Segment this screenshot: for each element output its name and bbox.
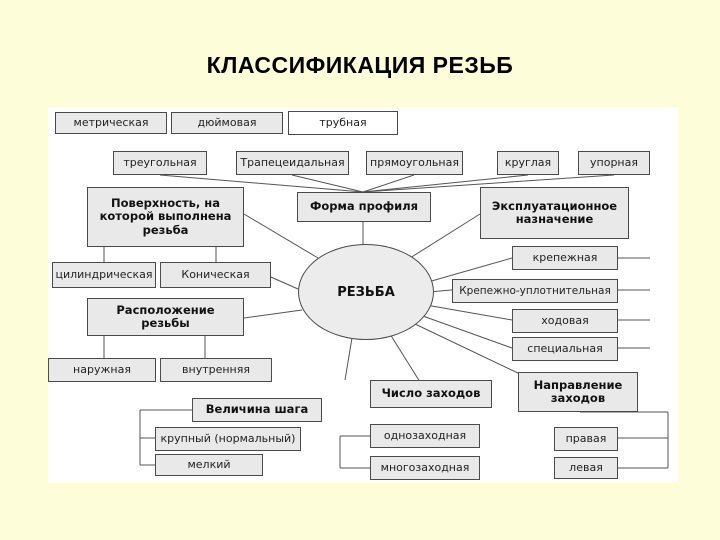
profile-item-triangular: треугольная: [113, 151, 207, 175]
operational-item-running: ходовая: [512, 309, 618, 333]
unit-box-inch: дюймовая: [171, 112, 283, 134]
profile-item-buttress: упорная: [578, 151, 650, 175]
pitch-box: Величина шага: [192, 398, 322, 422]
surface-item-cylindrical: цилиндрическая: [52, 262, 156, 288]
direction-box: Направление заходов: [518, 372, 638, 412]
pitch-item-coarse: крупный (нормальный): [155, 427, 301, 451]
profile-item-trapezoidal: Трапецеидальная: [236, 151, 349, 175]
location-item-external: наружная: [48, 358, 156, 382]
profile-item-rectangular: прямоугольная: [366, 151, 463, 175]
starts-item-single: однозаходная: [370, 424, 480, 448]
location-item-internal: внутренняя: [160, 358, 272, 382]
operational-box: Эксплуатационное назначение: [480, 187, 629, 239]
location-box: Расположение резьбы: [87, 298, 244, 336]
surface-box: Поверхность, на которой выполнена резьба: [87, 187, 244, 247]
page-title: КЛАССИФИКАЦИЯ РЕЗЬБ: [206, 52, 514, 78]
unit-box-metric: метрическая: [55, 112, 167, 134]
starts-item-multi: многозаходная: [370, 456, 480, 480]
direction-item-left: левая: [554, 457, 618, 479]
operational-item-sealing: Крепежно-уплотнительная: [452, 279, 618, 303]
unit-box-pipe: трубная: [288, 111, 398, 135]
direction-item-right: правая: [554, 427, 618, 451]
profile-form-box: Форма профиля: [297, 192, 431, 222]
center-node: РЕЗЬБА: [298, 244, 434, 340]
profile-item-round: круглая: [497, 151, 559, 175]
surface-item-conical: Коническая: [160, 262, 271, 288]
operational-item-special: специальная: [512, 337, 618, 361]
operational-item-fastening: крепежная: [512, 246, 618, 270]
pitch-item-fine: мелкий: [155, 454, 263, 476]
starts-box: Число заходов: [370, 380, 492, 408]
